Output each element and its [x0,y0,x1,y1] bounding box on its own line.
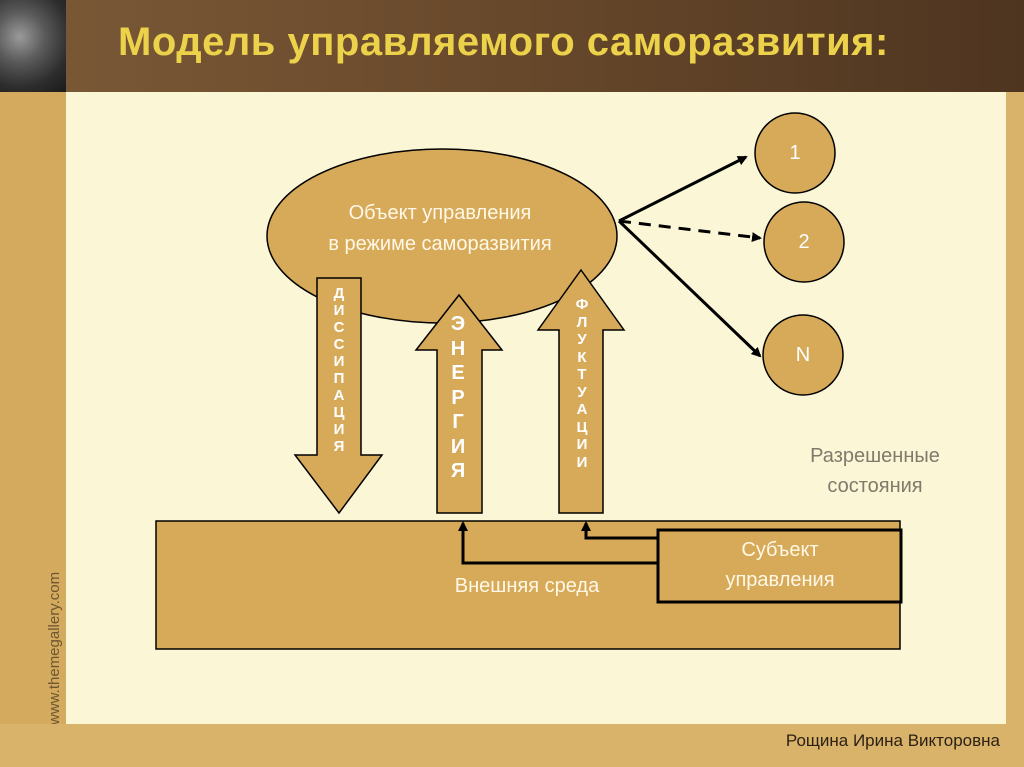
bottom-strip [0,724,1024,767]
state-circle-1 [754,112,836,194]
slide-title: Модель управляемого саморазвития: [118,20,889,64]
energy-letter: Н [450,337,466,360]
fluctuations-letter: К [577,348,587,366]
state-circle-n [762,314,844,396]
energy-letter: Э [450,313,466,335]
state-label-1: 1 [789,142,801,164]
subject-label-line2: управления [725,569,835,591]
fluctuations-label: Ф Л У К Т У А Ц И И [562,296,602,471]
control-line-energy [458,521,658,565]
object-label-line2: в режиме саморазвития [328,233,552,255]
dissipation-letter: С [333,319,345,336]
energy-letter: Я [450,460,466,482]
title-bar [0,0,1024,92]
corner-decoration-image [0,0,66,92]
subject-label-line1: Субъект [741,539,819,561]
dissipation-letter: И [333,353,345,370]
arrow-to-state-2 [618,219,762,243]
dissipation-letter: Ц [333,404,345,421]
fluctuations-letter: Т [577,366,587,383]
dissipation-label: Д И С С И П А Ц И Я [319,285,359,455]
fluctuations-letter: У [577,331,587,348]
dissipation-letter: Д [333,285,345,302]
subject-label: Субъект управления [658,535,902,595]
environment-label: Внешняя среда [454,575,600,597]
allowed-states-line1: Разрешенные [810,445,940,467]
fluctuations-arrow [536,268,626,514]
fluctuations-letter: И [576,453,588,471]
allowed-states-line2: состояния [827,475,923,497]
arrow-to-state-1 [618,155,748,223]
energy-letter: Г [452,411,464,433]
dissipation-letter: И [333,421,345,438]
left-strip [0,92,66,767]
allowed-states-label: Разрешенные состояния [770,441,980,501]
fluctuations-letter: И [576,436,588,453]
state-circle-2 [763,201,845,283]
dissipation-arrow [293,277,384,515]
dissipation-letter: Я [333,438,345,455]
fluctuations-letter: А [576,401,588,418]
fluctuations-letter: У [577,383,587,401]
fluctuations-letter: Ц [576,418,588,436]
energy-letter: Р [451,386,465,409]
object-label: Объект управления в режиме саморазвития [270,198,610,260]
author-footer: Рощина Ирина Викторовна [785,731,1000,750]
energy-label: Э Н Е Р Г И Я [438,312,478,484]
fluctuations-letter: Л [576,313,588,331]
state-label-2: 2 [798,231,810,253]
energy-letter: И [450,435,466,458]
energy-letter: Е [451,362,465,384]
dissipation-letter: С [333,336,345,353]
subject-box [656,528,903,604]
dissipation-letter: П [333,370,345,387]
arrow-to-state-n [617,219,762,358]
dissipation-letter: А [333,387,345,404]
state-label-n: N [795,344,811,366]
control-line-fluctuations [581,521,658,540]
dissipation-letter: И [333,302,345,319]
object-label-line1: Объект управления [348,202,532,224]
energy-arrow [414,293,504,514]
fluctuations-letter: Ф [575,296,589,313]
